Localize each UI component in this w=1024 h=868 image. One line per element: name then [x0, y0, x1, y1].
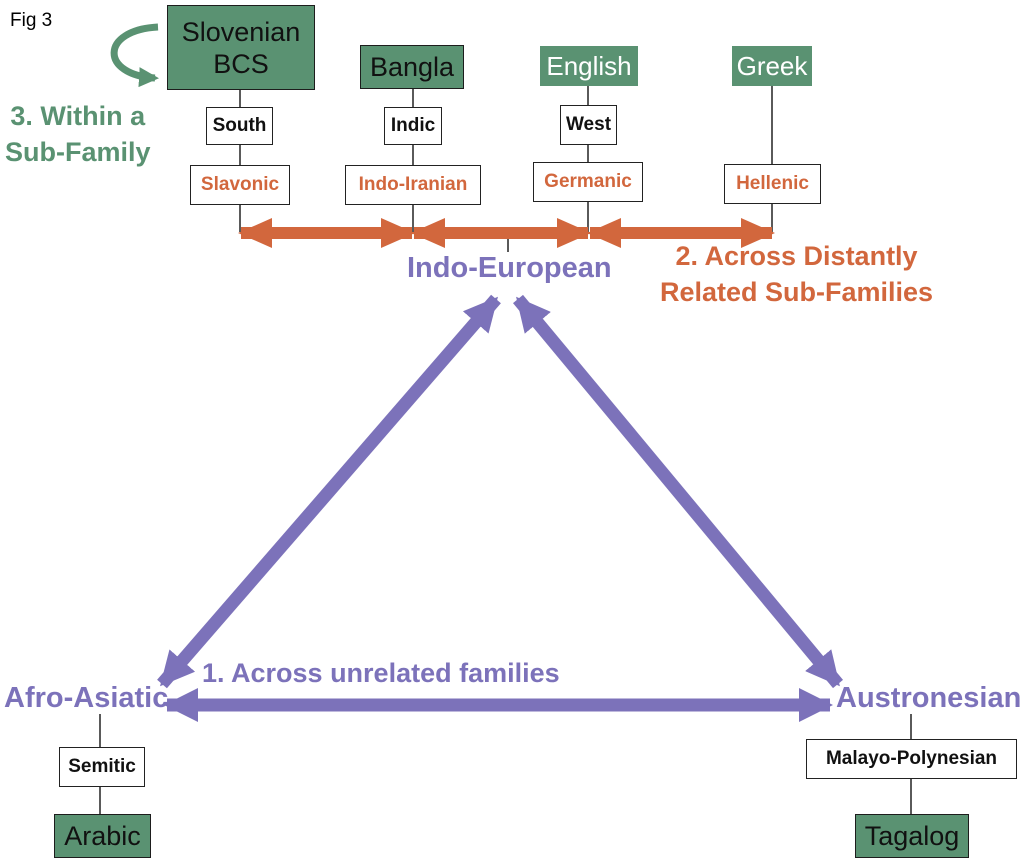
language-english: English: [540, 46, 638, 86]
language-slovenian-label: Slovenian: [181, 16, 301, 47]
subfamily-hellenic: Hellenic: [724, 164, 821, 204]
language-tagalog: Tagalog: [855, 814, 969, 858]
arrow-indoeuropean-austronesian: [513, 294, 843, 689]
annotation-across-unrelated: 1. Across unrelated families: [202, 658, 560, 688]
branch-indic-label: Indic: [390, 115, 436, 136]
branch-south: South: [206, 107, 273, 145]
annotation-within-subfamily: 3. Within a Sub-Family: [5, 98, 151, 170]
subfamily-germanic: Germanic: [533, 162, 643, 202]
language-arabic-label: Arabic: [64, 820, 141, 851]
annotation-within-line-2: Sub-Family: [5, 137, 151, 167]
branch-semitic: Semitic: [59, 747, 145, 787]
language-bcs-label: BCS: [213, 48, 269, 79]
family-afro-asiatic: Afro-Asiatic: [4, 682, 169, 714]
branch-west-label: West: [565, 114, 612, 135]
annotation-across-distant: 2. Across Distantly Related Sub-Families: [660, 238, 933, 310]
branch-south-label: South: [212, 115, 267, 136]
language-english-label: English: [546, 50, 632, 81]
language-bangla-label: Bangla: [369, 51, 455, 82]
annotation-within-line-1: 3. Within a: [10, 101, 146, 131]
language-greek-label: Greek: [736, 50, 808, 81]
annotation-distant-line-2: Related Sub-Families: [660, 277, 934, 307]
language-tagalog-label: Tagalog: [864, 820, 960, 851]
language-arabic: Arabic: [54, 814, 151, 858]
branch-malayo-polynesian: Malayo-Polynesian: [806, 739, 1017, 779]
branch-semitic-label: Semitic: [68, 756, 136, 777]
branch-indic: Indic: [384, 107, 442, 145]
family-indo-european: Indo-European: [407, 252, 612, 284]
arrow-indoeuropean-afroasiatic: [157, 294, 501, 689]
purple-arrows: [157, 294, 843, 722]
subfamily-indo-iranian-label: Indo-Iranian: [358, 174, 468, 195]
subfamily-slavonic-label: Slavonic: [200, 174, 280, 195]
subfamily-hellenic-label: Hellenic: [736, 173, 809, 194]
subfamily-germanic-label: Germanic: [544, 171, 632, 192]
annotation-distant-line-1: 2. Across Distantly: [675, 241, 918, 271]
subfamily-slavonic: Slavonic: [190, 165, 290, 205]
branch-west: West: [560, 105, 617, 145]
figure-label: Fig 3: [10, 10, 53, 31]
language-slovenian-bcs: Slovenian BCS: [167, 5, 315, 90]
language-bangla: Bangla: [360, 45, 464, 89]
green-curved-arrow: [110, 23, 159, 88]
language-greek: Greek: [732, 46, 812, 86]
subfamily-indo-iranian: Indo-Iranian: [345, 165, 481, 205]
branch-malayo-polynesian-label: Malayo-Polynesian: [825, 748, 998, 769]
family-austronesian: Austronesian: [836, 682, 1022, 714]
